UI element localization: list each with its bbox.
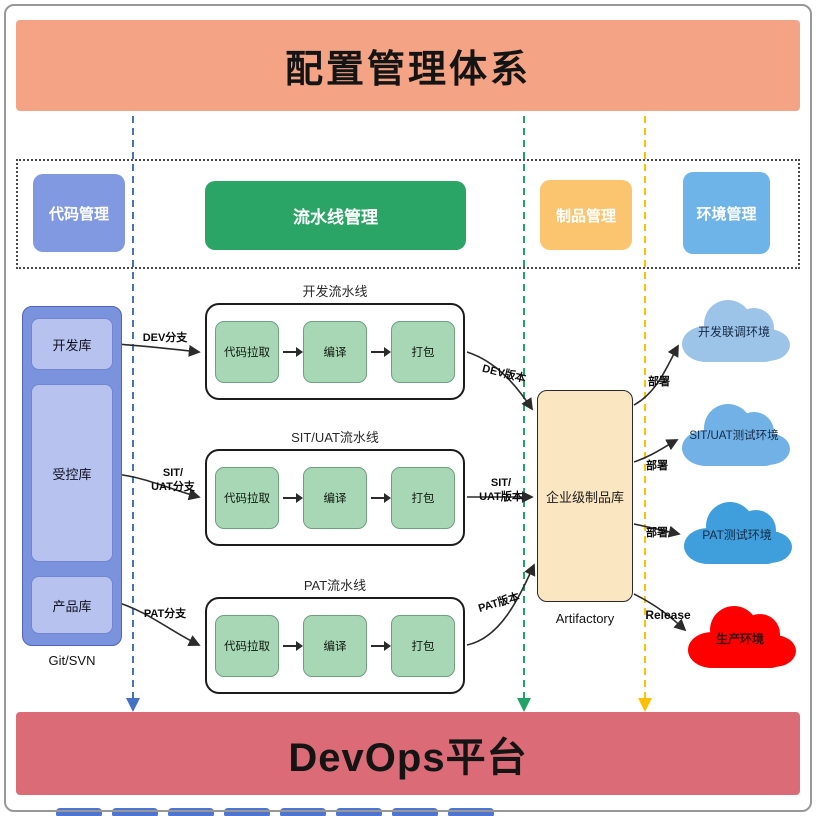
arrow-right-icon	[283, 492, 303, 503]
artifact-repository-box: 企业级制品库	[537, 390, 633, 602]
label-deploy-pat: 部署	[646, 527, 668, 539]
connector-deploy-dev-env	[633, 344, 679, 406]
cutoff-row	[56, 808, 494, 816]
repo-dev: 开发库	[31, 318, 113, 370]
step-code-checkout: 代码拉取	[215, 614, 279, 677]
connector-release-prod-env	[633, 593, 687, 632]
label-sit-uat-version: SIT/ UAT版本	[479, 477, 523, 504]
footer-title: DevOps平台	[288, 735, 528, 780]
pipeline-dev-box: 代码拉取 编译 打包	[205, 303, 465, 400]
label-dev-environment: 开发联调环境	[697, 325, 770, 339]
connector-deploy-sit-uat-env	[633, 439, 679, 463]
dashed-line-environment-lane	[638, 116, 652, 712]
repo-controlled: 受控库	[31, 384, 113, 562]
step-compile: 编译	[303, 466, 367, 529]
lane-badge-environment-management: 环境管理	[683, 172, 770, 254]
step-package: 打包	[391, 320, 455, 383]
lane-badge-code-management: 代码管理	[33, 174, 125, 252]
footer-banner: DevOps平台	[16, 712, 800, 795]
connector-dev-branch	[115, 343, 201, 357]
header-banner: 配置管理体系	[16, 20, 800, 111]
connector-pat-branch	[115, 601, 201, 646]
connector-deploy-pat-env	[633, 523, 681, 538]
lane-badge-artifact-management: 制品管理	[540, 180, 632, 250]
lane-badge-pipeline-management: 流水线管理	[205, 181, 466, 250]
label-pat-branch: PAT分支	[143, 608, 187, 620]
label-release: Release	[645, 608, 691, 622]
step-package: 打包	[391, 614, 455, 677]
dashed-line-code-lane	[126, 116, 140, 712]
connector-pat-version	[466, 563, 536, 646]
arrow-right-icon	[283, 346, 303, 357]
pipeline-dev-title: 开发流水线	[302, 284, 368, 299]
repo-product: 产品库	[31, 576, 113, 634]
arrow-right-icon	[371, 640, 391, 651]
connector-dev-version	[466, 351, 533, 411]
pipeline-sit-uat-title: SIT/UAT流水线	[291, 430, 379, 445]
step-package: 打包	[391, 466, 455, 529]
label-dev-branch: DEV分支	[142, 332, 188, 344]
arrow-right-icon	[283, 640, 303, 651]
arrow-right-icon	[371, 346, 391, 357]
pipeline-sit-uat-box: 代码拉取 编译 打包	[205, 449, 465, 546]
pipeline-pat-box: 代码拉取 编译 打包	[205, 597, 465, 694]
label-pat-environment: PAT测试环境	[702, 528, 772, 542]
arrow-right-icon	[371, 492, 391, 503]
page-title: 配置管理体系	[284, 49, 531, 91]
label-sit-uat-environment: SIT/UAT测试环境	[689, 430, 779, 442]
source-control-caption: Git/SVN	[48, 653, 96, 668]
step-compile: 编译	[303, 320, 367, 383]
connector-sit-uat-branch	[115, 473, 201, 501]
management-lane-row	[16, 159, 800, 269]
label-deploy-dev: 部署	[648, 376, 670, 388]
step-code-checkout: 代码拉取	[215, 320, 279, 383]
pipeline-pat-title: PAT流水线	[303, 578, 367, 593]
artifact-repository-caption: Artifactory	[555, 611, 615, 626]
label-deploy-sit-uat: 部署	[646, 460, 668, 472]
step-code-checkout: 代码拉取	[215, 466, 279, 529]
step-compile: 编译	[303, 614, 367, 677]
label-sit-uat-branch: SIT/ UAT分支	[151, 467, 195, 494]
label-production-environment: 生产环境	[715, 632, 764, 646]
